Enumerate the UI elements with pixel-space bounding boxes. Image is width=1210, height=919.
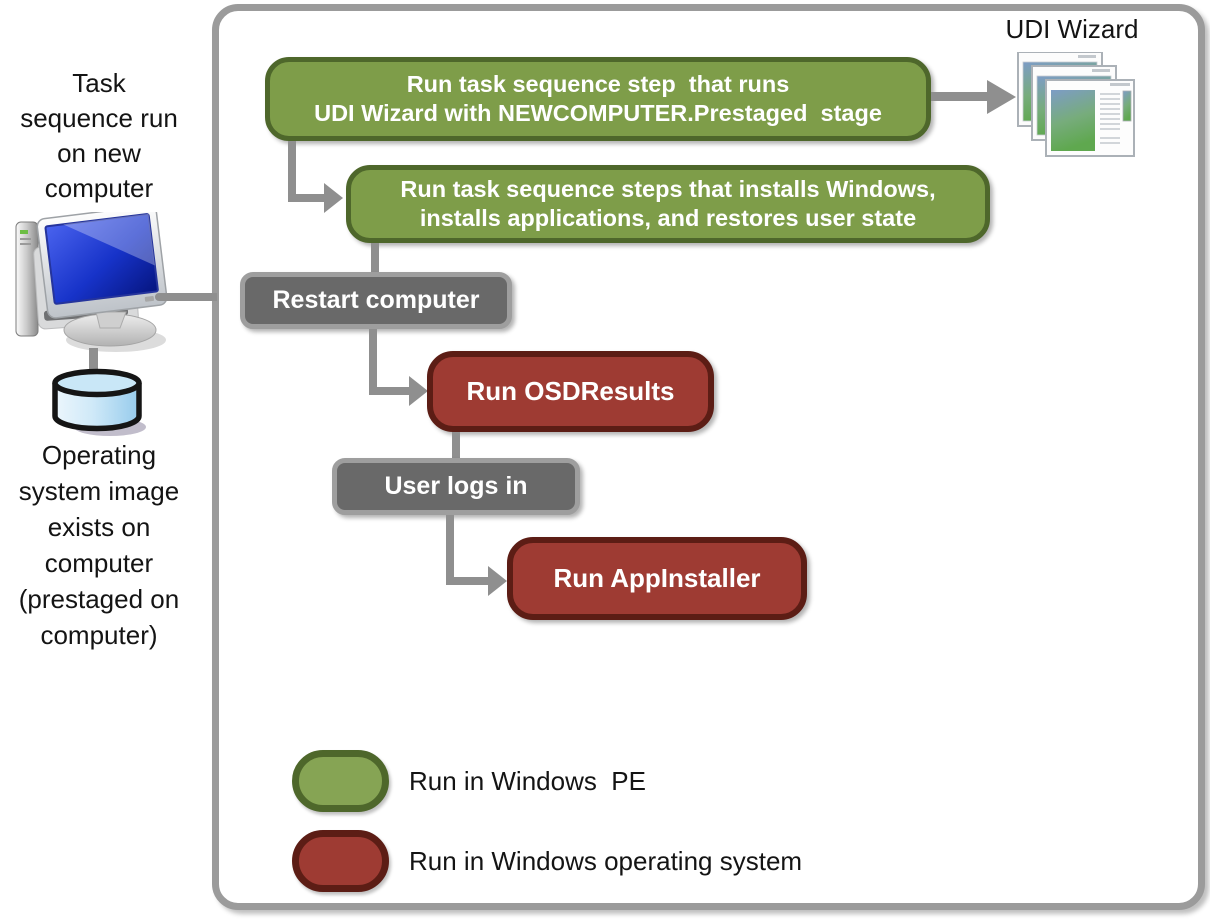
caption-line: Task <box>72 68 126 98</box>
caption-line: system image <box>18 476 180 506</box>
task-sequence-caption: Task sequence run on new computer <box>0 66 198 206</box>
caption-line: Operating <box>41 440 157 470</box>
computer-to-frame-connector <box>155 293 217 301</box>
connector-step2-restart <box>371 243 379 274</box>
step-label-line: Run task sequence step that runs <box>406 71 790 97</box>
udi-wizard-windows-icon <box>1017 52 1135 157</box>
legend-os-label: Run in Windows operating system <box>409 846 803 876</box>
step-user-logs-in: User logs in <box>332 458 580 515</box>
connector-restart-osd-horizontal <box>369 387 411 395</box>
connector-user-app-arrowhead <box>488 566 507 596</box>
step-restart-computer: Restart computer <box>240 272 512 329</box>
arrow-to-udi-wizard-shaft <box>931 92 989 101</box>
legend-winpe-swatch <box>292 750 389 812</box>
step-label-line: Restart computer <box>272 286 480 314</box>
step-label-line: Run OSDResults <box>466 376 675 406</box>
connector-user-app-vertical <box>446 515 454 585</box>
step-label-line: Run task sequence steps that installs Wi… <box>400 176 936 202</box>
step-label-line: Run AppInstaller <box>553 563 761 593</box>
connector-osd-user <box>452 432 460 459</box>
step-run-appinstaller: Run AppInstaller <box>507 537 807 620</box>
connector-step1-step2-horizontal <box>288 194 326 202</box>
caption-line: computer <box>44 548 154 578</box>
caption-line: sequence run <box>20 103 178 133</box>
step-label-line: UDI Wizard with NEWCOMPUTER.Prestaged st… <box>314 100 882 126</box>
step-run-osdresults: Run OSDResults <box>427 351 714 432</box>
caption-line: (prestaged on <box>18 584 180 614</box>
caption-line: computer) <box>40 620 158 650</box>
step-run-udi-wizard: Run task sequence step that runs UDI Wiz… <box>265 57 931 141</box>
legend-os-swatch <box>292 830 389 892</box>
step-install-windows: Run task sequence steps that installs Wi… <box>346 165 990 243</box>
connector-restart-osd-arrowhead <box>409 376 428 406</box>
caption-line: on new <box>57 138 141 168</box>
arrow-to-udi-wizard-head <box>987 80 1016 114</box>
computer-to-database-connector <box>89 348 98 378</box>
os-image-caption: Operating system image exists on compute… <box>0 437 198 653</box>
caption-line: computer <box>44 173 154 203</box>
connector-restart-osd-vertical <box>369 329 377 395</box>
computer-icon <box>15 212 168 352</box>
connector-user-app-horizontal <box>446 577 490 585</box>
connector-step1-step2-arrowhead <box>324 183 343 213</box>
os-image-database-icon <box>52 368 146 436</box>
connector-step1-step2-vertical <box>288 141 296 202</box>
step-label-line: installs applications, and restores user… <box>419 205 917 231</box>
caption-line: exists on <box>47 512 151 542</box>
legend-winpe-label: Run in Windows PE <box>409 766 646 796</box>
step-label-line: User logs in <box>384 472 528 500</box>
udi-wizard-label: UDI Wizard <box>1005 14 1139 44</box>
